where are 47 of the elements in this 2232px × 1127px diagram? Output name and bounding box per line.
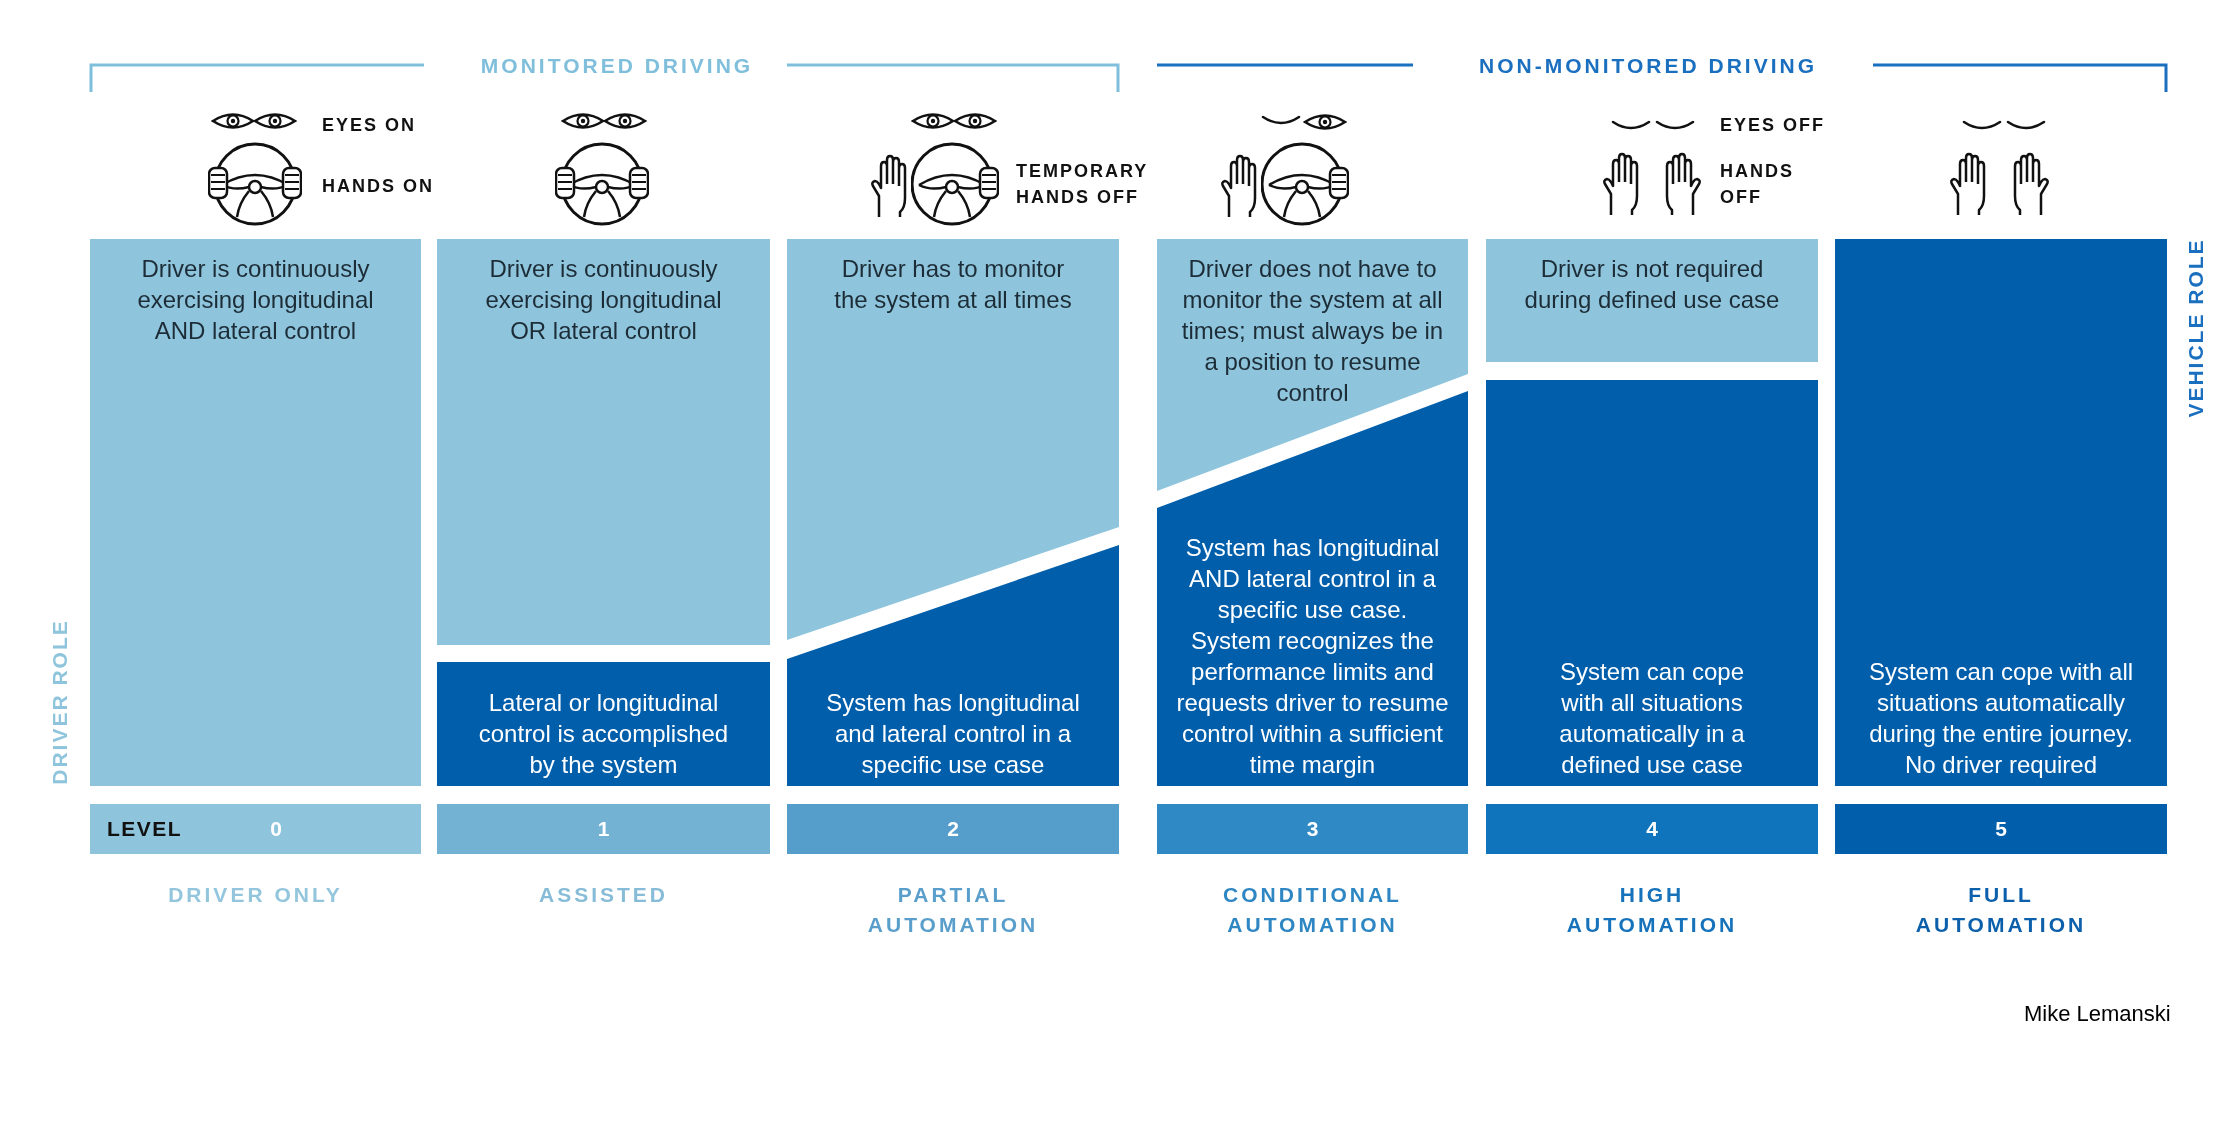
level-bar [787, 804, 1119, 854]
level-number: 3 [1306, 816, 1319, 843]
icon-caption: EYES ON [322, 113, 417, 137]
driver-role-panel [90, 239, 421, 786]
section-heading: NON-MONITORED DRIVING [1479, 53, 1817, 80]
credit-text: Mike Lemanski [2024, 999, 2171, 1028]
level-number: 0 [270, 816, 282, 843]
vehicle-role-panel [1835, 239, 2167, 786]
panel-text: Driver has to monitor the system at all times [833, 254, 1073, 315]
panel-text: Driver is not required during defined use case [1523, 254, 1781, 315]
driver-role-panel [787, 239, 1119, 640]
panel-text: Lateral or longitudinal control is accomplished by the system [477, 688, 730, 780]
icon-caption: HANDS OFF [1720, 160, 1795, 209]
icon-caption: HANDS ON [322, 174, 434, 198]
level-name: FULL AUTOMATION [1914, 882, 2088, 938]
level-number: 5 [1995, 816, 2007, 843]
panel-text: System can cope with all situations automatically in a defined use case [1558, 657, 1746, 780]
level-label: LEVEL [107, 816, 183, 843]
level-bar [90, 804, 421, 854]
level-name: HIGH AUTOMATION [1565, 882, 1739, 938]
level-name: ASSISTED [539, 882, 668, 908]
driver-role-panel [1486, 239, 1818, 362]
section-heading: MONITORED DRIVING [480, 53, 754, 80]
axis-title: VEHICLE ROLE [2183, 238, 2209, 418]
panel-text: System can cope with all situations automatically during the entire journey. No driver required [1868, 657, 2134, 780]
panel-text: Driver is continuously exercising longitudinal AND lateral control [136, 254, 375, 346]
level-name: CONDITIONAL AUTOMATION [1222, 882, 1403, 938]
level-bar [437, 804, 770, 854]
vehicle-role-panel [1486, 380, 1818, 786]
panel-text: System has longitudinal AND lateral control in a specific use case. System recognizes the performance limits and requests driver to resume control within a sufficient time margin [1175, 533, 1450, 780]
level-number: 1 [597, 816, 610, 843]
panel-text: System has longitudinal and lateral control in a specific use case [825, 688, 1081, 780]
level-bar [1157, 804, 1468, 854]
vehicle-role-panel [787, 545, 1119, 786]
level-name: PARTIAL AUTOMATION [866, 882, 1040, 938]
panel-text: Driver does not have to monitor the system at all times; must always be in a position to resume control [1180, 254, 1445, 408]
level-number: 4 [1646, 816, 1658, 843]
level-bar [1835, 804, 2167, 854]
vehicle-role-panel [437, 662, 770, 786]
icon-caption: EYES OFF [1720, 113, 1825, 137]
axis-title: DRIVER ROLE [47, 619, 73, 785]
level-number: 2 [947, 816, 959, 843]
driver-role-panel [437, 239, 770, 645]
panel-text: Driver is continuously exercising longitudinal OR lateral control [484, 254, 723, 346]
icon-caption: TEMPORARY HANDS OFF [1016, 160, 1149, 209]
level-name: DRIVER ONLY [168, 882, 343, 908]
level-bar [1486, 804, 1818, 854]
